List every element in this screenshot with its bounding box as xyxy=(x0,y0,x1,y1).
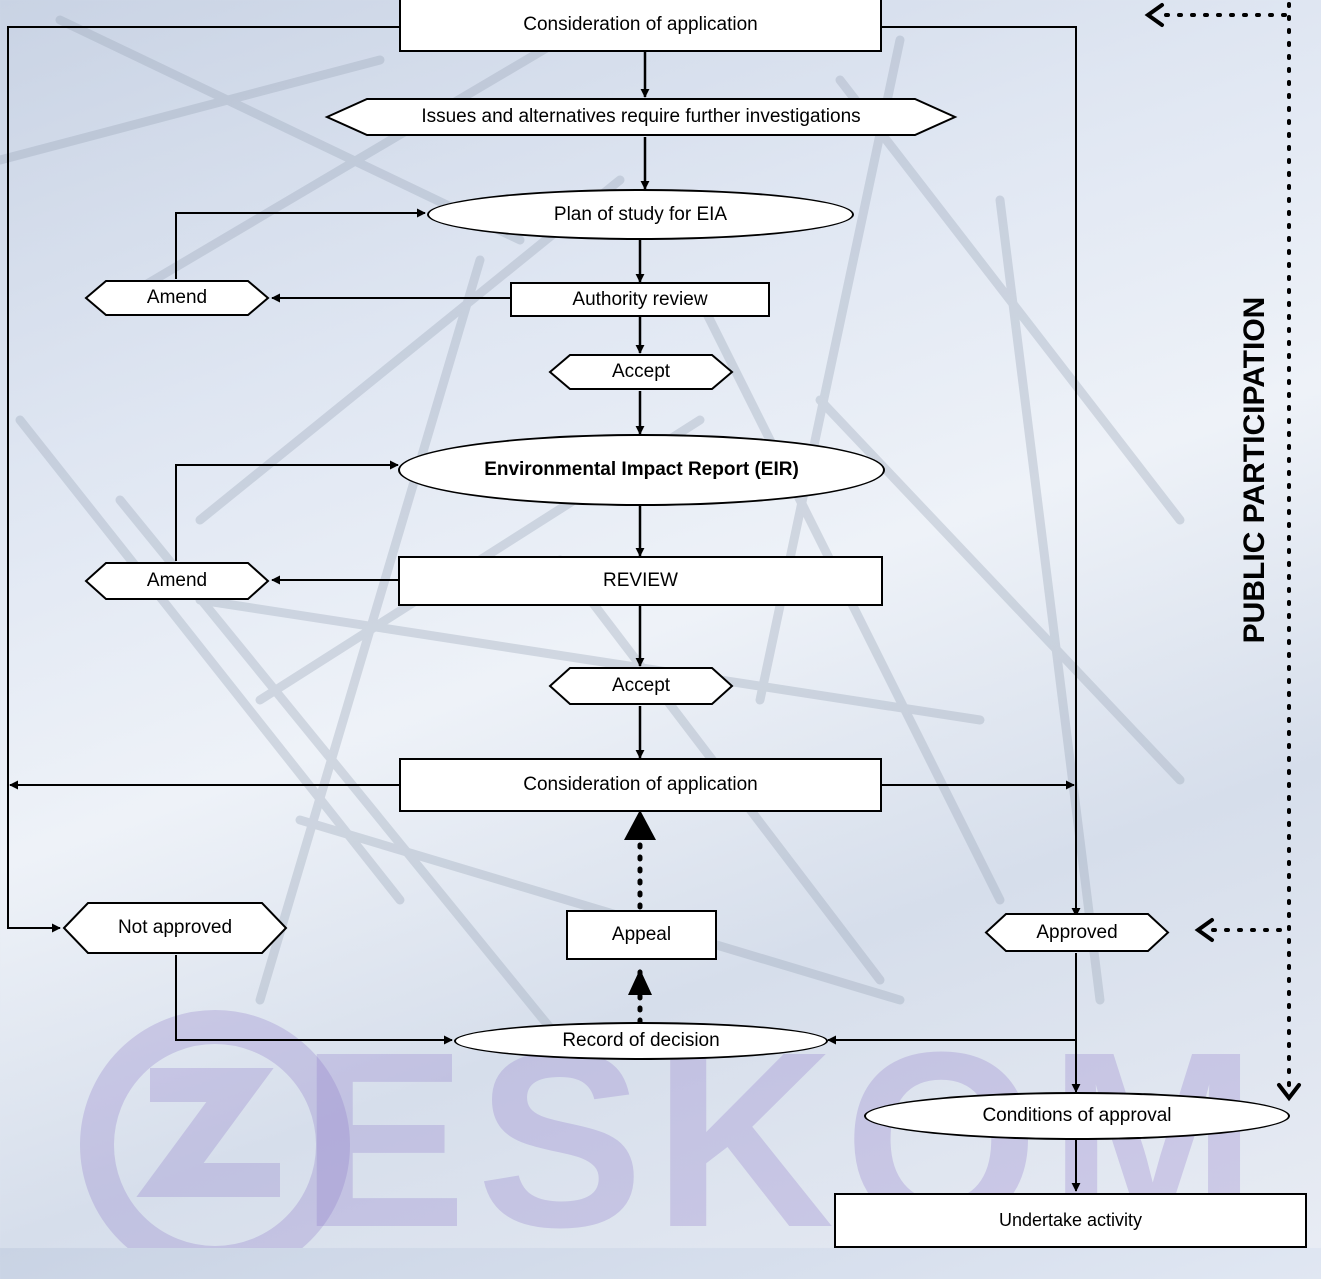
amend-label-1: Amend xyxy=(146,287,208,308)
issues-require-investigation-hexagon: Issues and alternatives require further … xyxy=(324,97,958,137)
review-box: REVIEW xyxy=(398,556,883,606)
amend-hexagon-1: Amend xyxy=(84,279,270,317)
amend-hexagon-2: Amend xyxy=(84,561,270,601)
undertake-activity-box: Undertake activity xyxy=(834,1193,1307,1248)
public-participation-label-wrapper: PUBLIC PARTICIPATION xyxy=(1229,200,1281,740)
conditions-of-approval-oval: Conditions of approval xyxy=(864,1092,1290,1140)
accept-hexagon-1: Accept xyxy=(548,353,734,391)
issues-label: Issues and alternatives require further … xyxy=(421,106,861,127)
approved-label: Approved xyxy=(1036,921,1118,943)
approved-hexagon: Approved xyxy=(984,912,1170,953)
plan-of-study-oval: Plan of study for EIA xyxy=(427,189,854,240)
not-approved-hexagon: Not approved xyxy=(62,901,288,955)
appeal-box: Appeal xyxy=(566,910,717,960)
accept-label-1: Accept xyxy=(611,361,671,382)
authority-review-box: Authority review xyxy=(510,282,770,317)
accept-label-2: Accept xyxy=(611,675,671,696)
public-participation-label: PUBLIC PARTICIPATION xyxy=(1238,296,1271,644)
consideration-of-application-top: Consideration of application xyxy=(399,0,882,52)
environmental-impact-report-oval: Environmental Impact Report (EIR) xyxy=(398,434,885,506)
amend-label-2: Amend xyxy=(146,570,208,591)
not-approved-label: Not approved xyxy=(117,917,233,938)
record-of-decision-oval: Record of decision xyxy=(454,1022,828,1060)
consideration-of-application-bottom: Consideration of application xyxy=(399,758,882,812)
accept-hexagon-2: Accept xyxy=(548,666,734,706)
flow-connectors xyxy=(7,2,1301,1192)
